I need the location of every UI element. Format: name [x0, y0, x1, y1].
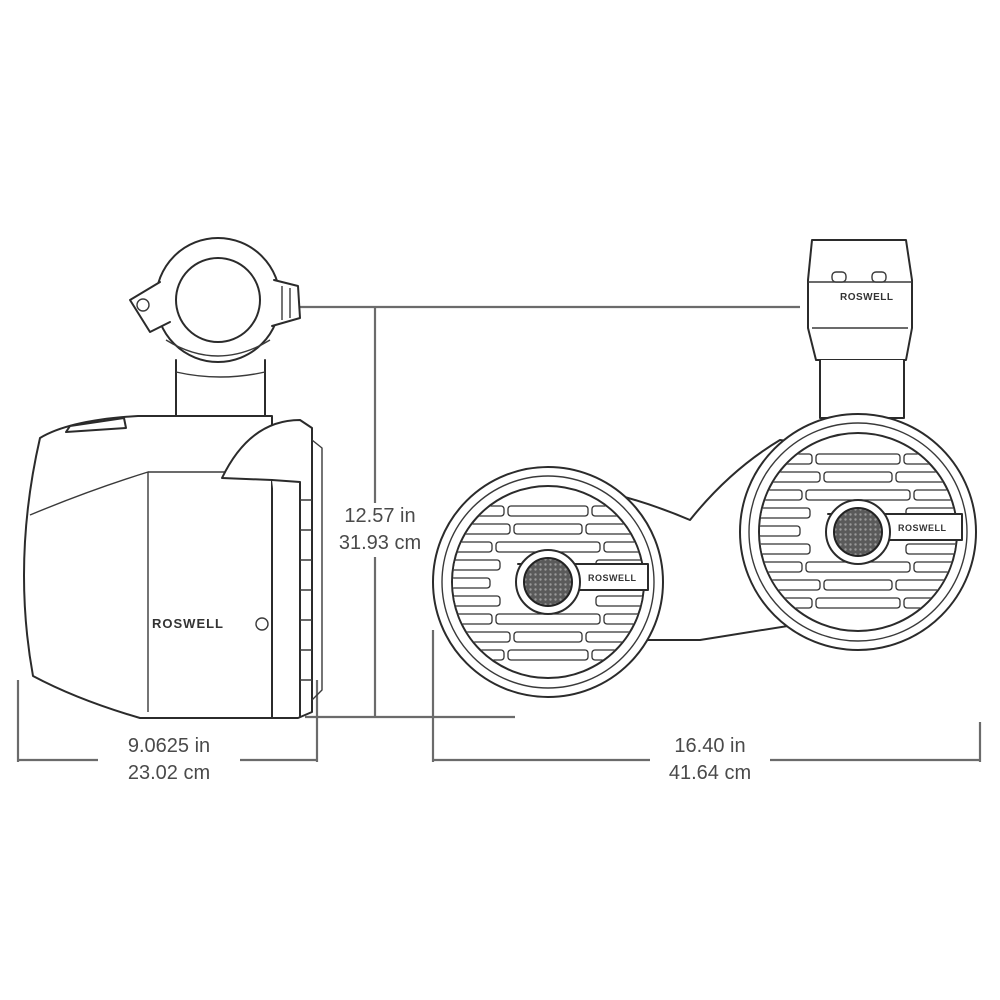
clamp-brand-logo: ROSWELL: [840, 292, 894, 303]
width-label: 16.40 in 41.64 cm: [650, 733, 770, 787]
depth-label: 9.0625 in 23.02 cm: [98, 733, 240, 787]
side-view-speaker: ROSWELL: [23, 237, 323, 719]
front-view-dual-speaker: ROSWELL: [432, 239, 977, 698]
right-speaker: ROSWELL: [739, 413, 977, 651]
width-imperial: 16.40 in: [674, 735, 746, 757]
right-brand-logo: ROSWELL: [898, 523, 947, 533]
depth-imperial: 9.0625 in: [127, 735, 211, 757]
left-speaker: ROSWELL: [432, 466, 664, 698]
left-brand-logo: ROSWELL: [588, 573, 637, 583]
height-imperial: 12.57 in: [344, 505, 416, 527]
width-metric: 41.64 cm: [668, 762, 752, 784]
side-brand-logo: ROSWELL: [152, 616, 224, 631]
height-label: 12.57 in 31.93 cm: [326, 503, 434, 557]
height-metric: 31.93 cm: [338, 532, 422, 554]
depth-metric: 23.02 cm: [127, 762, 211, 784]
